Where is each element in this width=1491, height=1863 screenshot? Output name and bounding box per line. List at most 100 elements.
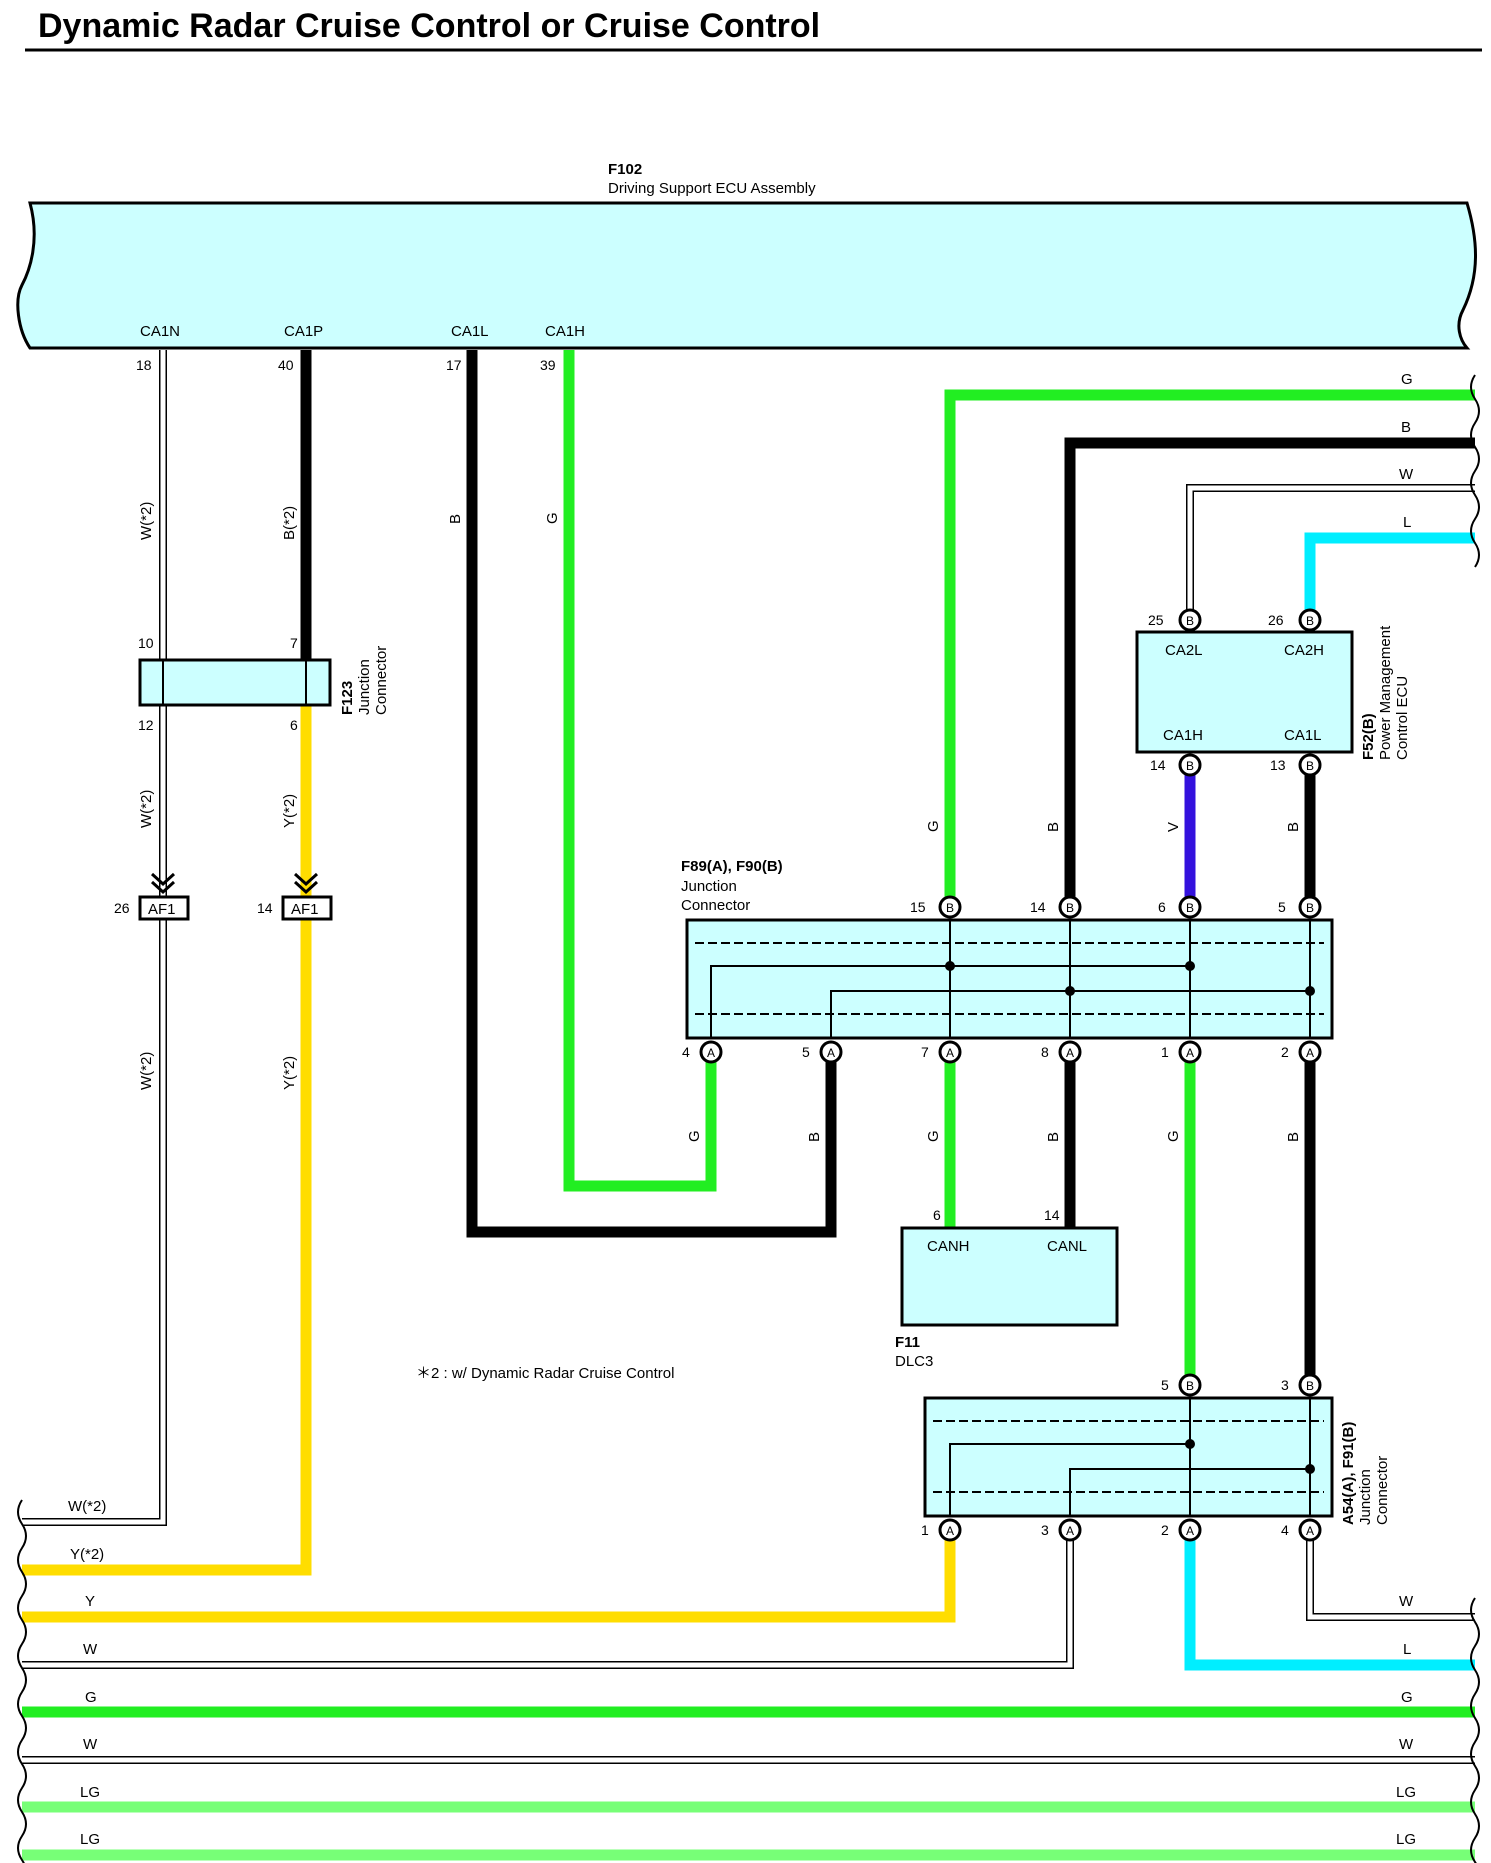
pin-marker: A: [1298, 1518, 1322, 1542]
svg-text:B: B: [1066, 901, 1074, 915]
pin-marker: A: [1298, 1040, 1322, 1064]
af1-left-box: [138, 895, 190, 921]
svg-text:W: W: [83, 1641, 98, 1658]
f11-code: F11: [895, 1334, 920, 1351]
pin-marker: B: [1058, 895, 1082, 919]
f123-name1: Junction: [356, 659, 373, 715]
wire-b-right: [1064, 437, 1475, 905]
pin-marker: A: [1178, 1040, 1202, 1064]
f52-term-ca1h: CA1H: [1163, 727, 1203, 744]
pin-marker: A: [1178, 1518, 1202, 1542]
svg-text:G: G: [85, 1689, 97, 1706]
wire-w-ca1n: [22, 350, 167, 1526]
ecu-pin-40: 40: [278, 357, 294, 373]
pin-marker: B: [1178, 753, 1202, 777]
f52-pin-14: 14: [1150, 757, 1166, 773]
svg-text:B: B: [1285, 822, 1302, 832]
pin-marker: A: [938, 1518, 962, 1542]
ecu-name: Driving Support ECU Assembly: [608, 180, 816, 197]
svg-text:G: G: [1401, 1689, 1413, 1706]
f123-pin-12: 12: [138, 717, 154, 733]
wire-w-bottom-right: [1306, 1535, 1475, 1621]
ecu-term-ca1n: CA1N: [140, 323, 180, 340]
svg-text:A: A: [1306, 1524, 1314, 1538]
svg-text:B: B: [1306, 901, 1314, 915]
svg-text:A: A: [1306, 1046, 1314, 1060]
pin-marker: B: [1178, 895, 1202, 919]
f52-name1: Power Management: [1377, 625, 1394, 760]
svg-text:Y: Y: [85, 1593, 95, 1610]
wire-g-right: [944, 389, 1475, 905]
f89-pin-4: 4: [682, 1044, 690, 1060]
svg-text:B: B: [1045, 822, 1062, 832]
pin-marker: B: [938, 895, 962, 919]
f11-name: DLC3: [895, 1353, 933, 1370]
af1-arrows: [150, 872, 319, 895]
svg-text:B: B: [1186, 901, 1194, 915]
a54-code: A54(A), F91(B): [1340, 1422, 1357, 1525]
f123-pin-6: 6: [290, 717, 298, 733]
wire-w-right: [1186, 484, 1475, 618]
svg-text:W: W: [1399, 1736, 1414, 1753]
f89-junction-dots: [945, 961, 1315, 996]
f11-pin-6: 6: [933, 1207, 941, 1223]
a54-pin-1: 1: [921, 1522, 929, 1538]
f52-term-ca2h: CA2H: [1284, 642, 1324, 659]
a54-pin-5: 5: [1161, 1377, 1169, 1393]
ecu-pin-39: 39: [540, 357, 556, 373]
af1-pin-26: 26: [114, 900, 130, 916]
af1-left-label: AF1: [148, 901, 176, 918]
pin-marker: A: [1058, 1518, 1082, 1542]
break-marks-right-top: [1470, 374, 1480, 568]
af1-pin-14: 14: [257, 900, 273, 916]
wire-y-bottom: [22, 1535, 956, 1623]
f89-box: [685, 918, 1334, 1040]
svg-text:B: B: [1186, 1379, 1194, 1393]
ecu-term-ca1l: CA1L: [451, 323, 489, 340]
f11-pin-14: 14: [1044, 1207, 1060, 1223]
f123-pin-7: 7: [290, 635, 298, 651]
f89-pin-5b: 5: [802, 1044, 810, 1060]
f89-code: F89(A), F90(B): [681, 858, 783, 875]
a54-box: [923, 1396, 1334, 1518]
svg-text:A: A: [707, 1046, 715, 1060]
svg-text:Y(*2): Y(*2): [281, 794, 298, 828]
break-marks-left: [17, 1499, 27, 1863]
f52-pin-25: 25: [1148, 612, 1164, 628]
f52-code: F52(B): [1360, 713, 1377, 760]
f52-pin-13: 13: [1270, 757, 1286, 773]
svg-text:G: G: [686, 1130, 703, 1142]
a54-internal: [949, 1398, 1311, 1516]
wire-w-bottom-left: [22, 1535, 1074, 1669]
svg-text:B: B: [1401, 419, 1411, 436]
pin-marker: A: [1058, 1040, 1082, 1064]
pin-marker: B: [1298, 895, 1322, 919]
svg-text:W: W: [1399, 466, 1414, 483]
svg-text:Y(*2): Y(*2): [70, 1546, 104, 1563]
svg-text:B: B: [1285, 1132, 1302, 1142]
wire-y-f123: [22, 705, 312, 1576]
svg-text:LG: LG: [1396, 1784, 1416, 1801]
ecu-term-ca1h: CA1H: [545, 323, 585, 340]
svg-text:B: B: [946, 901, 954, 915]
svg-text:L: L: [1403, 1641, 1411, 1658]
f123-box: [138, 658, 332, 707]
ecu-pin-18: 18: [136, 357, 152, 373]
f89-name1: Junction: [681, 878, 737, 895]
f89-pin-1: 1: [1161, 1044, 1169, 1060]
svg-text:G: G: [1165, 1130, 1182, 1142]
f123-pin-10: 10: [138, 635, 154, 651]
svg-text:A: A: [946, 1524, 954, 1538]
f89-name2: Connector: [681, 897, 750, 914]
svg-text:A: A: [1186, 1524, 1194, 1538]
ecu-term-ca1p: CA1P: [284, 323, 323, 340]
svg-text:B: B: [447, 514, 464, 524]
a54-junction-dots: [1185, 1439, 1315, 1474]
svg-text:A: A: [1186, 1046, 1194, 1060]
svg-text:A: A: [946, 1046, 954, 1060]
f89-internal: [710, 920, 1311, 1038]
svg-text:A: A: [1066, 1046, 1074, 1060]
f89-pin-8: 8: [1041, 1044, 1049, 1060]
svg-text:W(*2): W(*2): [138, 1052, 155, 1090]
f52-pin-26: 26: [1268, 612, 1284, 628]
